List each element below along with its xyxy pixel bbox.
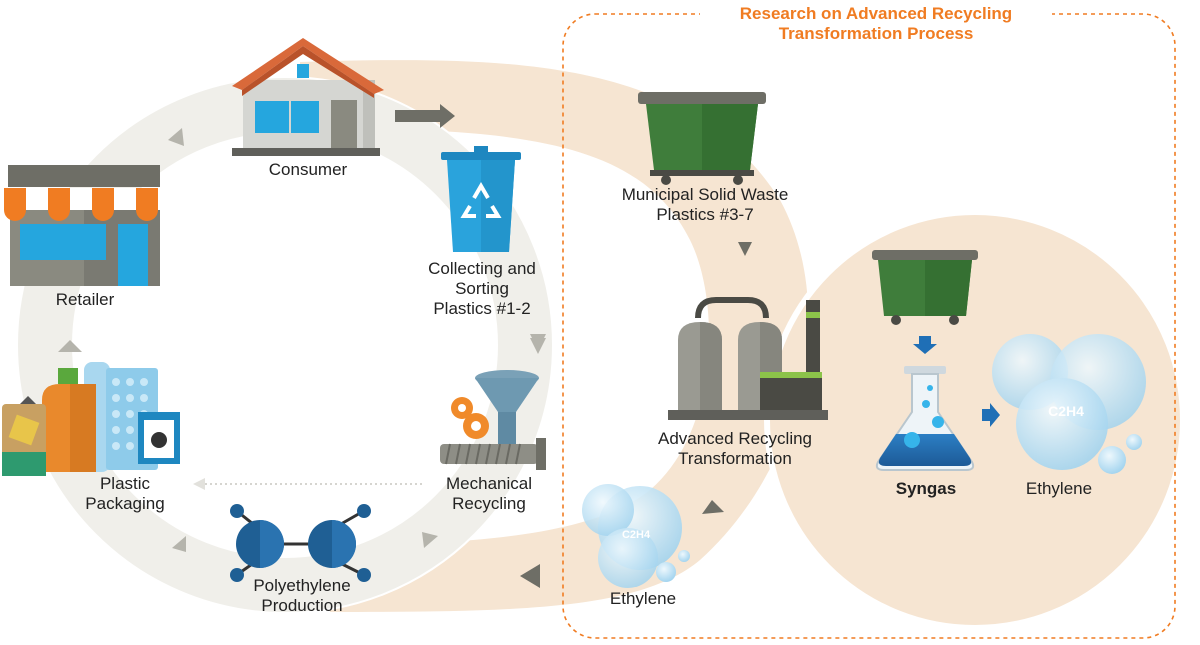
advanced-recycling-label: Advanced Recycling Transformation — [657, 429, 813, 468]
flow-arrow-to-mechanical — [530, 338, 546, 354]
factory-icon — [668, 297, 828, 420]
recycle-bin-icon — [441, 146, 521, 252]
process-flow-band — [300, 60, 809, 612]
mechanical-label: Mechanical Recycling — [446, 474, 532, 513]
flow-arrow-msw-down — [738, 242, 752, 256]
syngas-label: Syngas — [895, 479, 957, 498]
ethylene-small-label: Ethylene — [609, 589, 677, 608]
consumer-label: Consumer — [268, 160, 348, 179]
molecule-icon — [230, 504, 371, 582]
ethylene-large-label: Ethylene — [1025, 479, 1093, 498]
ethylene-bubbles-large: C2H4 — [992, 334, 1146, 474]
flow-arrow-to-ethylene — [702, 500, 724, 514]
house-icon — [232, 38, 384, 156]
ethylene-formula-small: C2H4 — [622, 529, 651, 541]
retailer-label: Retailer — [55, 290, 115, 309]
store-icon — [4, 165, 164, 286]
polyethylene-label: Polyethylene Production — [253, 576, 351, 615]
packaging-label: Plastic Packaging — [85, 474, 165, 513]
plastic-packaging-icon — [2, 362, 180, 476]
loop-arrows — [58, 104, 546, 552]
research-title-line1: Research on Advanced Recycling — [700, 4, 1052, 24]
arrow-down-icon — [913, 336, 937, 354]
collecting-label: Collecting and Sorting Plastics #1-2 — [428, 259, 536, 318]
flow-arrow-back-to-loop — [520, 564, 540, 588]
arrow-right-icon — [982, 403, 1000, 427]
research-title-line2: Transformation Process — [778, 24, 974, 43]
dotted-flow-line — [193, 478, 425, 490]
flask-icon — [875, 366, 975, 471]
ethylene-bubbles-small: C2H4 — [582, 484, 690, 588]
dumpster-icon — [638, 92, 766, 185]
msw-label: Municipal Solid Waste Plastics #3-7 — [621, 185, 789, 224]
dumpster-small-icon — [872, 250, 978, 325]
mechanical-recycling-icon — [440, 370, 546, 470]
ethylene-formula-large: C2H4 — [1048, 403, 1084, 419]
